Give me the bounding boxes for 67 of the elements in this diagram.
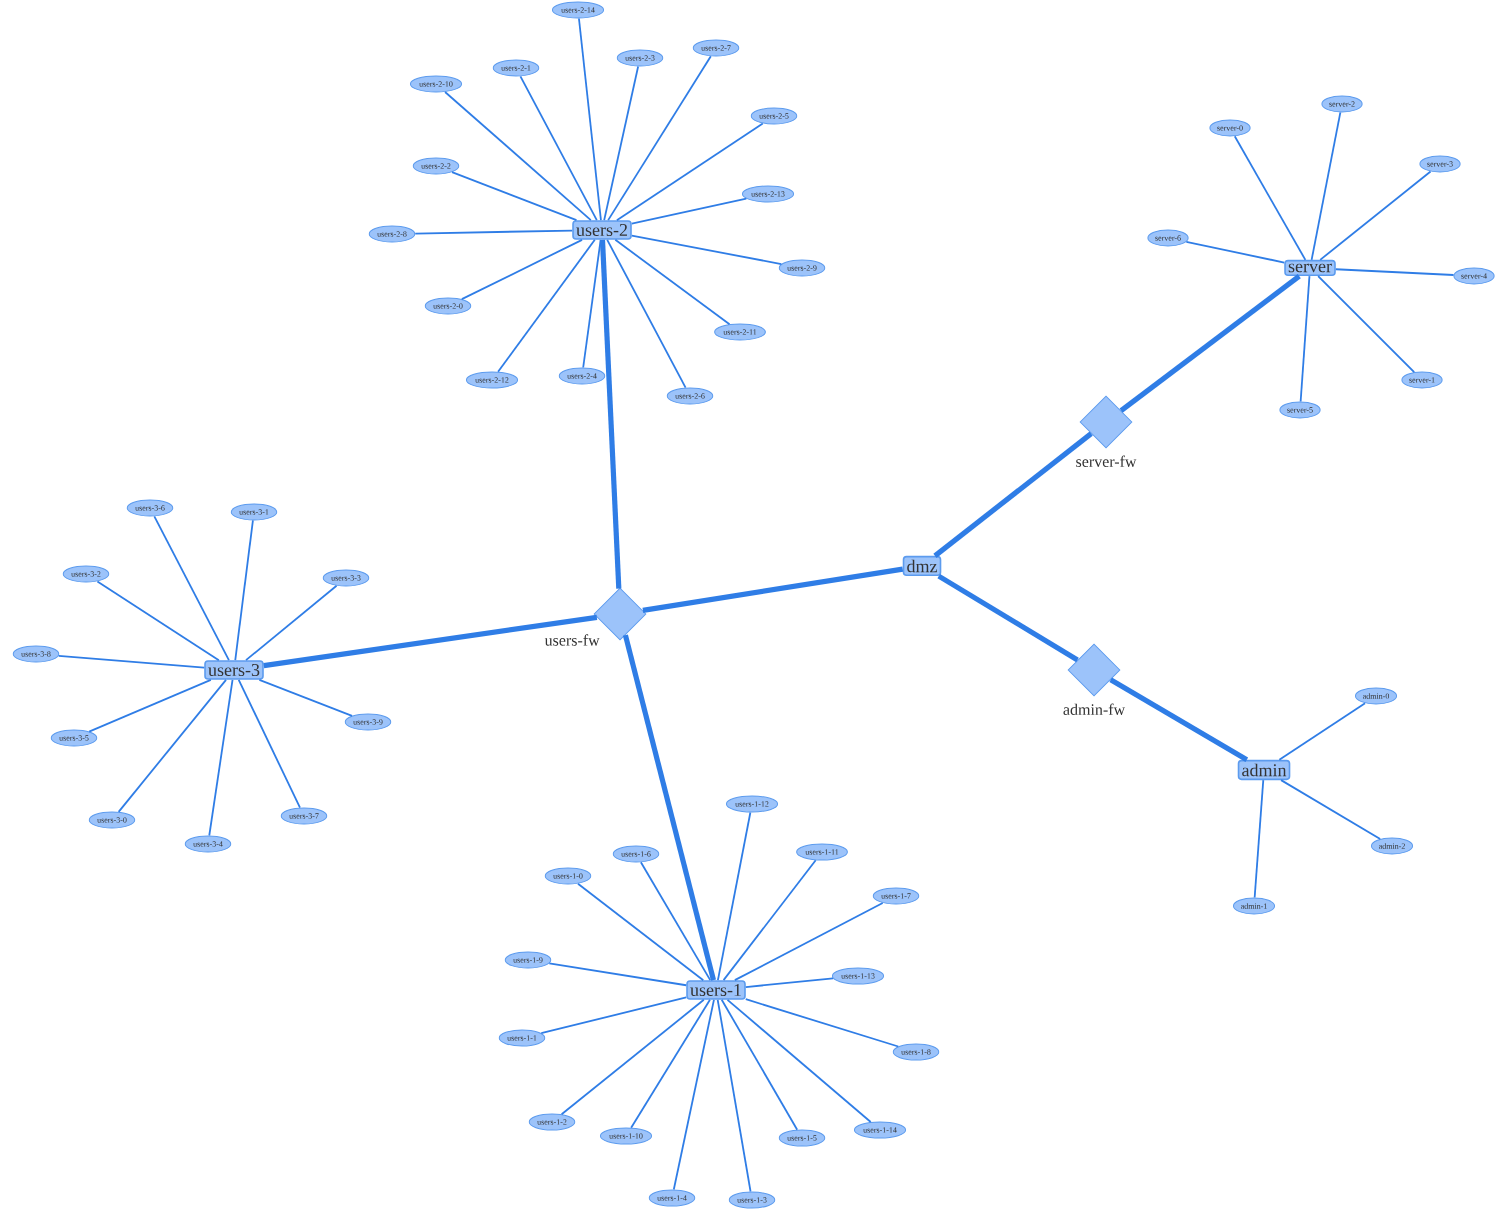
- connector-line: [57, 654, 206, 669]
- connector-line: [599, 239, 622, 589]
- connector-line: [630, 998, 711, 1129]
- host-group-box: admin: [1237, 759, 1291, 781]
- connector-line: [615, 122, 764, 222]
- connector-line: [722, 859, 817, 982]
- connector-line: [237, 678, 301, 809]
- connector-line: [1310, 111, 1342, 261]
- connector-line: [548, 962, 688, 987]
- connector-line: [245, 584, 338, 662]
- connector-line: [720, 998, 799, 1131]
- connector-line: [1185, 240, 1286, 264]
- connector-line: [606, 238, 687, 389]
- connector-line: [614, 238, 731, 326]
- connector-line: [937, 573, 1079, 663]
- node-label: users-fw: [544, 634, 600, 646]
- connector-line: [560, 998, 705, 1116]
- connector-line: [933, 431, 1093, 558]
- connector-line: [1233, 135, 1307, 261]
- host-group-box: users-3: [204, 660, 264, 680]
- connector-line: [607, 55, 712, 222]
- connector-line: [578, 17, 602, 222]
- connector-line: [640, 861, 712, 982]
- connector-line: [622, 634, 717, 981]
- connector-line: [630, 197, 748, 225]
- connector-line: [1278, 702, 1366, 761]
- connector-line: [726, 998, 872, 1123]
- connector-line: [1319, 170, 1432, 261]
- connector-line: [234, 519, 254, 662]
- connector-line: [1280, 779, 1382, 840]
- connector-line: [1299, 275, 1311, 403]
- connector-line: [1253, 779, 1265, 899]
- connector-line: [263, 614, 598, 669]
- connector-line: [444, 91, 592, 222]
- host-group-box: server: [1284, 259, 1336, 277]
- host-group-box: dmz: [902, 555, 942, 577]
- connector-line: [716, 998, 752, 1193]
- connector-line: [603, 65, 640, 222]
- connector-line: [1109, 677, 1249, 763]
- connector-line: [630, 234, 783, 265]
- node-label: server-fw: [1076, 455, 1137, 467]
- connector-line: [519, 75, 598, 222]
- connector-line: [460, 238, 583, 301]
- connector-line: [577, 882, 705, 982]
- connector-line: [258, 678, 353, 717]
- connector-line: [744, 998, 900, 1048]
- connector-line: [1119, 274, 1301, 413]
- connector-line: [96, 580, 220, 662]
- connector-line: [1334, 268, 1455, 276]
- connector-line: [540, 996, 688, 1035]
- connector-line: [733, 902, 884, 982]
- connector-line: [208, 678, 234, 837]
- connector-line: [414, 229, 574, 235]
- connector-line: [642, 566, 904, 613]
- connector-line: [717, 811, 752, 982]
- connector-line: [1317, 275, 1416, 374]
- connector-line: [451, 171, 578, 222]
- host-group-box: users-1: [686, 980, 746, 1000]
- connector-line: [117, 678, 227, 813]
- node-label: admin-fw: [1063, 703, 1126, 715]
- connector-line: [672, 998, 715, 1191]
- connector-line: [88, 678, 212, 733]
- connector-line: [744, 977, 834, 988]
- connector-line: [497, 238, 596, 373]
- host-group-box: users-2: [572, 220, 632, 240]
- connector-line: [582, 238, 602, 369]
- connector-line: [153, 515, 230, 662]
